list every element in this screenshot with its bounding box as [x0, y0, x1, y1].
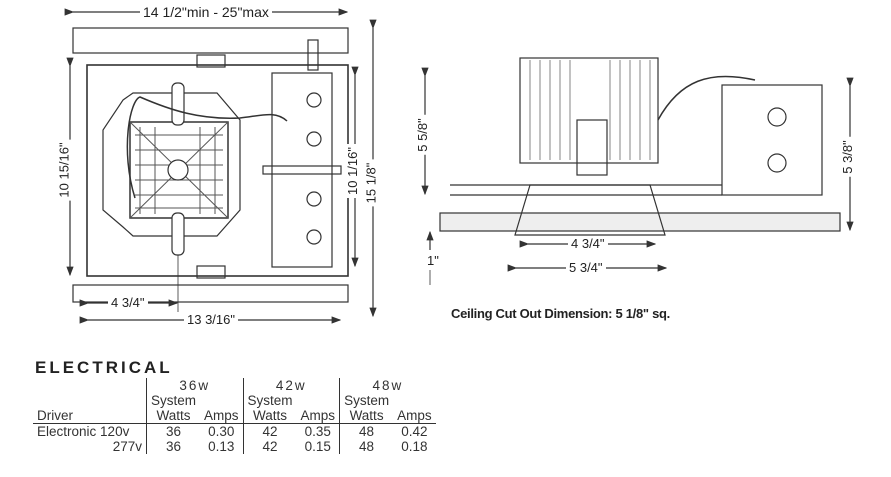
mounting-plate	[102, 92, 241, 237]
cell-watts: 36	[146, 439, 201, 454]
header-watts: Watts	[242, 408, 297, 424]
header-driver: Driver	[33, 408, 147, 424]
housing-plate	[86, 64, 349, 277]
top-view	[64, 8, 377, 324]
dim-plate-height: 10 15/16"	[57, 139, 72, 201]
header-amps: Amps	[200, 408, 244, 424]
cell-watts: 42	[242, 439, 297, 454]
table-row: Electronic 120v 36 0.30 42 0.35 48 0.42	[33, 423, 436, 439]
hanger-clip-top	[196, 54, 226, 68]
dim-fixture-height: 5 5/8"	[415, 115, 430, 155]
dim-ceiling-thickness: 1"	[424, 254, 442, 268]
cell-amps: 0.18	[401, 439, 428, 454]
header-system: System	[339, 393, 394, 408]
dim-box-height: 10 1/16"	[345, 144, 360, 198]
bottom-bar-hanger	[72, 284, 349, 303]
dim-box-height-side: 5 3/8"	[840, 137, 855, 177]
cell-watts: 48	[339, 439, 394, 454]
cell-watts: 48	[339, 423, 394, 439]
header-watts: Watts	[339, 408, 394, 424]
junction-box	[271, 72, 333, 268]
dim-aperture-outer: 5 3/4"	[566, 261, 606, 275]
header-amps: Amps	[393, 408, 436, 424]
dim-aperture-inner: 4 3/4"	[568, 237, 608, 251]
box-bracket	[262, 165, 342, 175]
cell-amps: 0.35	[304, 424, 331, 439]
cell-watts: 42	[242, 423, 297, 439]
cell-amps: 0.42	[401, 424, 428, 439]
dim-offset-width: 4 3/4"	[108, 296, 148, 310]
junction-box-side	[721, 84, 823, 196]
cell-amps: 0.15	[304, 439, 331, 454]
voltage: 277v	[112, 439, 142, 454]
header-system: System	[146, 393, 201, 408]
header-system: System	[242, 393, 297, 408]
voltage: 120v	[100, 424, 130, 439]
electrical-title: ELECTRICAL	[35, 358, 173, 377]
ceiling	[439, 212, 841, 232]
cell-watts: 36	[146, 423, 201, 439]
dim-overall-height: 15 1/8"	[363, 159, 379, 207]
side-view	[421, 57, 854, 285]
cell-amps: 0.13	[208, 439, 235, 454]
heatsink-side	[519, 57, 659, 164]
hanger-clip-bottom	[196, 265, 226, 279]
power-group-48: 48w	[339, 378, 436, 393]
cell-amps: 0.30	[208, 424, 235, 439]
power-group-42: 42w	[242, 378, 340, 393]
conduit	[307, 39, 319, 71]
top-bar-hanger	[72, 27, 349, 54]
header-watts: Watts	[146, 408, 201, 424]
driver-name: Electronic	[37, 424, 97, 439]
electrical-table: 36w 42w 48w System System System Driver …	[33, 378, 436, 454]
dim-plate-width: 13 3/16"	[184, 313, 238, 327]
table-row: 277v 36 0.13 42 0.15 48 0.18	[33, 439, 436, 454]
dim-width-range: 14 1/2"min - 25"max	[140, 5, 272, 19]
power-group-36: 36w	[146, 378, 244, 393]
cutout-caption: Ceiling Cut Out Dimension: 5 1/8" sq.	[451, 306, 670, 321]
header-amps: Amps	[296, 408, 340, 424]
